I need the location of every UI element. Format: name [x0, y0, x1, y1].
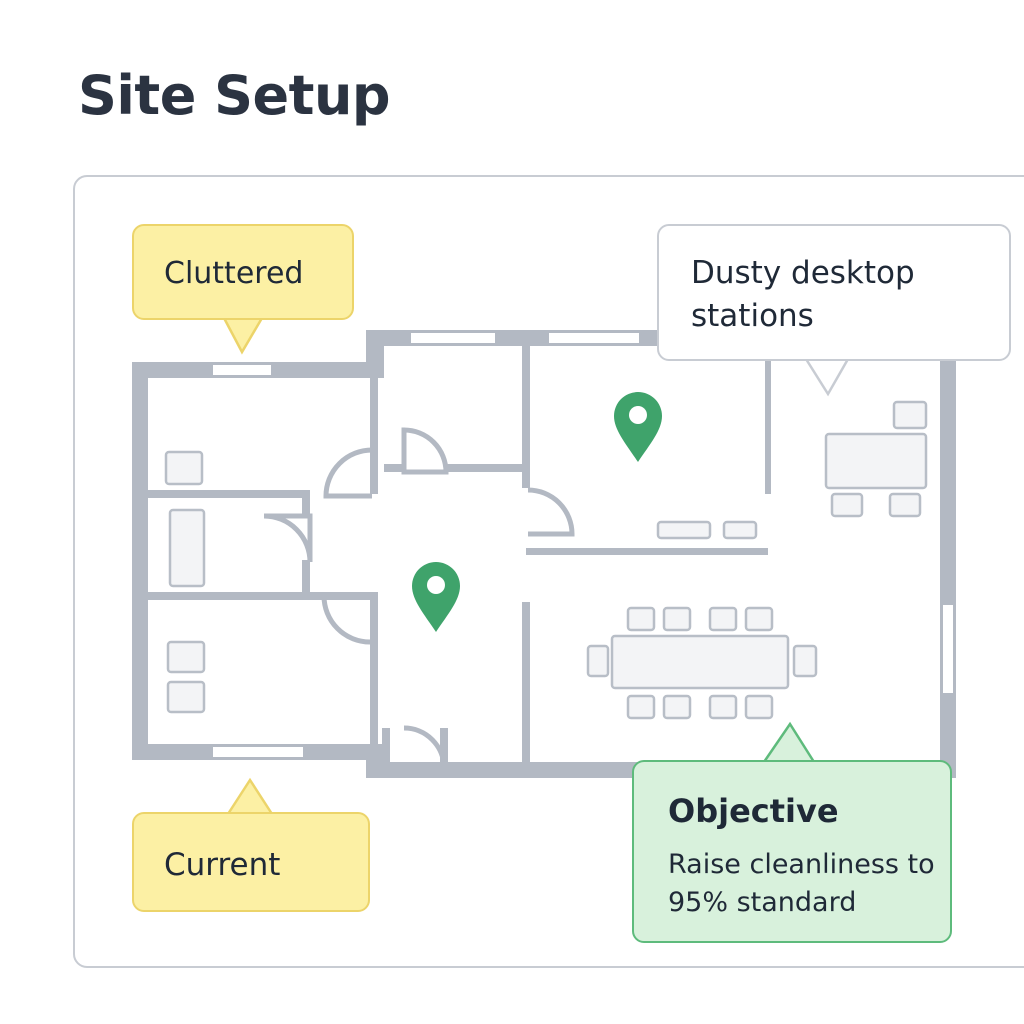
current-callout: Current: [132, 812, 370, 912]
chair: [744, 606, 774, 632]
chair: [626, 606, 656, 632]
objective-title: Objective: [668, 792, 839, 830]
current-tail: [226, 777, 274, 815]
current-label: Current: [164, 847, 281, 883]
desk: [824, 432, 928, 490]
shelf: [722, 520, 758, 540]
door-swings: [263, 427, 575, 769]
shelf: [656, 520, 712, 540]
window: [941, 603, 955, 695]
objective-tail: [762, 721, 816, 763]
callout-tails: [222, 317, 850, 815]
chair: [164, 450, 204, 486]
door: [527, 487, 575, 537]
cluttered-callout: Cluttered: [132, 224, 354, 320]
conference-table: [610, 634, 790, 690]
bed: [168, 508, 206, 588]
chair: [166, 680, 206, 714]
door: [321, 595, 371, 645]
chair: [744, 694, 774, 720]
interior-walls: [148, 346, 771, 768]
windows: [211, 331, 955, 759]
chair: [888, 492, 922, 518]
cluttered-label: Cluttered: [164, 256, 304, 291]
window: [547, 331, 641, 345]
chair: [892, 400, 928, 430]
dusty-stations-label: Dusty desktop stations: [691, 255, 915, 334]
chair: [792, 644, 818, 678]
window: [409, 331, 497, 345]
chair: [662, 694, 692, 720]
chair: [586, 644, 610, 678]
chair: [662, 606, 692, 632]
window: [211, 745, 305, 759]
objective-description: Raise cleanliness to 95% standard: [668, 849, 935, 918]
map-pin-icon: [614, 392, 662, 462]
dusty-stations-callout: Dusty desktop stations: [657, 224, 1011, 361]
wall-corner-nub: [366, 330, 384, 378]
page-title: Site Setup: [78, 64, 391, 127]
wall-left: [132, 362, 148, 760]
door: [263, 513, 313, 563]
chair: [830, 492, 864, 518]
chair: [708, 606, 738, 632]
chair: [708, 694, 738, 720]
chair: [626, 694, 656, 720]
furniture: [164, 400, 928, 720]
door: [403, 725, 447, 769]
objective-callout: Objective Raise cleanliness to 95% stand…: [632, 760, 952, 943]
wall-right: [940, 340, 956, 778]
wall-corner-nub-bottom: [366, 744, 384, 778]
window: [211, 363, 273, 377]
door: [401, 427, 449, 475]
chair: [166, 640, 206, 674]
cluttered-tail: [222, 317, 264, 355]
door: [323, 447, 373, 499]
dusty-tail: [804, 358, 850, 397]
map-pin-icon: [412, 562, 460, 632]
